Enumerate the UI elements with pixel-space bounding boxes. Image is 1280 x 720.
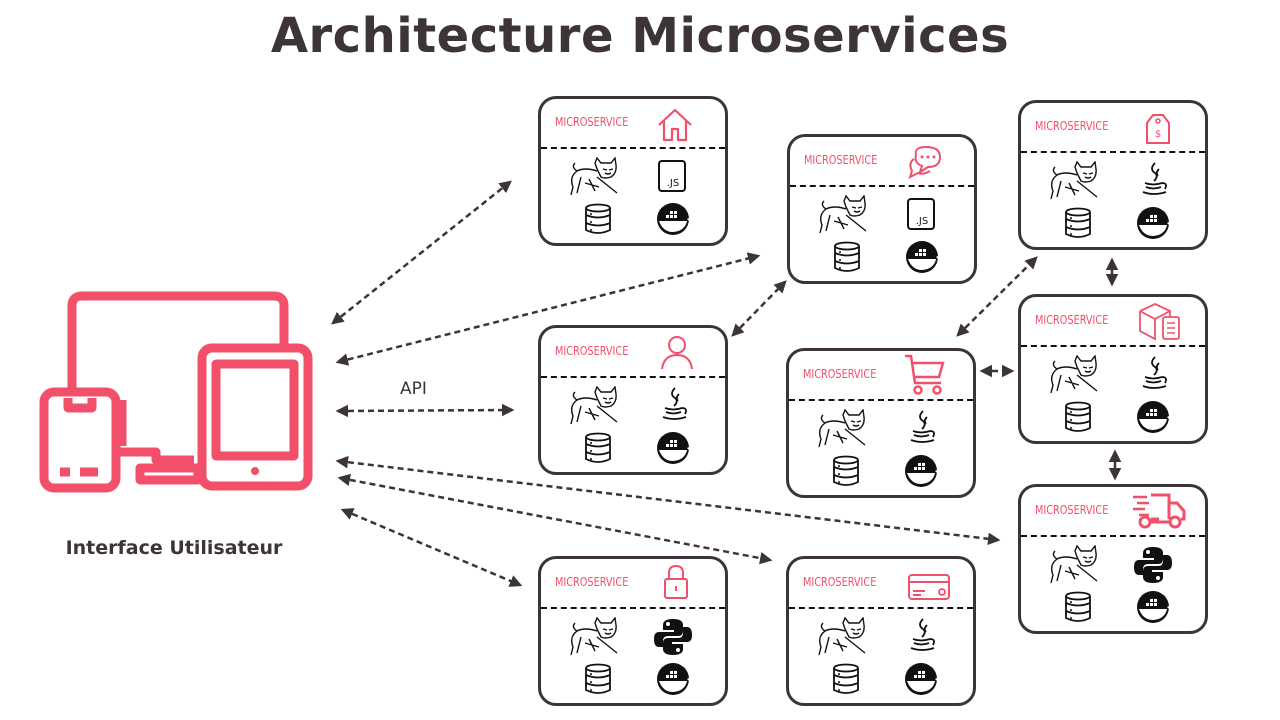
microservice-card: MICROSERVICE $ (1018, 100, 1208, 250)
javascript-file-icon: .JS (906, 197, 936, 235)
tomcat-icon (815, 616, 871, 661)
docker-icon (655, 201, 691, 241)
database-icon (583, 663, 613, 699)
python-icon (653, 617, 693, 661)
devices-icon (39, 291, 313, 493)
docker-icon (904, 239, 940, 279)
microservice-label: MICROSERVICE (804, 153, 878, 167)
microservice-label: MICROSERVICE (1035, 119, 1109, 133)
microservice-label: MICROSERVICE (555, 344, 629, 358)
home-icon (655, 107, 695, 147)
bidirectional-arrow (331, 180, 512, 325)
docker-icon (655, 661, 691, 701)
divider (541, 147, 725, 149)
java-icon (907, 409, 937, 451)
svg-text:.JS: .JS (916, 216, 928, 227)
price-tag-icon: $ (1143, 109, 1173, 151)
microservice-label: MICROSERVICE (555, 575, 629, 589)
docker-icon (1135, 589, 1171, 629)
java-icon (907, 617, 937, 659)
divider (1021, 345, 1205, 347)
java-icon (1139, 161, 1169, 203)
svg-text:.JS: .JS (667, 178, 679, 189)
bidirectional-arrow (731, 280, 787, 337)
database-icon (831, 455, 861, 491)
database-icon (583, 432, 613, 468)
divider (789, 399, 973, 401)
tomcat-icon (567, 156, 623, 201)
tomcat-icon (1047, 354, 1103, 399)
bidirectional-arrow (335, 403, 515, 418)
microservice-label: MICROSERVICE (803, 575, 877, 589)
microservice-card: MICROSERVICE (538, 325, 728, 475)
divider (1021, 151, 1205, 153)
database-icon (583, 203, 613, 239)
javascript-file-icon: .JS (657, 159, 687, 197)
divider (541, 607, 725, 609)
docker-icon (903, 661, 939, 701)
microservice-card: MICROSERVICE (1018, 484, 1208, 634)
bidirectional-arrow (340, 508, 523, 587)
docker-icon (1135, 205, 1171, 245)
microservice-card: MICROSERVICE (786, 556, 976, 706)
microservice-label: MICROSERVICE (555, 115, 629, 129)
chat-icon (906, 145, 946, 185)
microservice-card: MICROSERVICE (1018, 294, 1208, 444)
tomcat-icon (1047, 160, 1103, 205)
database-icon (1063, 401, 1093, 437)
microservice-label: MICROSERVICE (1035, 313, 1109, 327)
svg-text:$: $ (1155, 129, 1161, 140)
shopping-cart-icon (903, 353, 945, 401)
database-icon (832, 241, 862, 277)
bidirectional-arrow (337, 473, 773, 565)
lock-icon (661, 563, 691, 605)
java-icon (659, 386, 689, 428)
page-title: Architecture Microservices (270, 8, 1010, 64)
microservice-card: MICROSERVICE (786, 348, 976, 498)
tomcat-icon (567, 385, 623, 430)
microservice-label: MICROSERVICE (803, 367, 877, 381)
microservice-label: MICROSERVICE (1035, 503, 1109, 517)
database-icon (831, 663, 861, 699)
microservice-card: MICROSERVICE (538, 556, 728, 706)
tomcat-icon (816, 194, 872, 239)
api-label: API (400, 379, 427, 399)
credit-card-icon (907, 571, 951, 607)
tomcat-icon (567, 616, 623, 661)
tomcat-icon (1047, 544, 1103, 589)
database-icon (1063, 591, 1093, 627)
user-icon (657, 333, 697, 375)
divider (790, 185, 974, 187)
bidirectional-arrow (335, 252, 761, 366)
java-icon (1139, 355, 1169, 397)
divider (1021, 535, 1205, 537)
python-icon (1133, 545, 1173, 589)
docker-icon (1135, 399, 1171, 439)
tomcat-icon (815, 408, 871, 453)
package-checklist-icon (1137, 301, 1183, 345)
database-icon (1063, 207, 1093, 243)
docker-icon (903, 453, 939, 493)
bidirectional-arrow (956, 256, 1038, 337)
divider (789, 607, 973, 609)
microservice-card: MICROSERVICE .JS (538, 96, 728, 246)
microservice-card: MICROSERVICE .JS (787, 134, 977, 284)
client-label: Interface Utilisateur (65, 537, 283, 559)
docker-icon (655, 430, 691, 470)
divider (541, 376, 725, 378)
delivery-truck-icon (1131, 491, 1187, 535)
